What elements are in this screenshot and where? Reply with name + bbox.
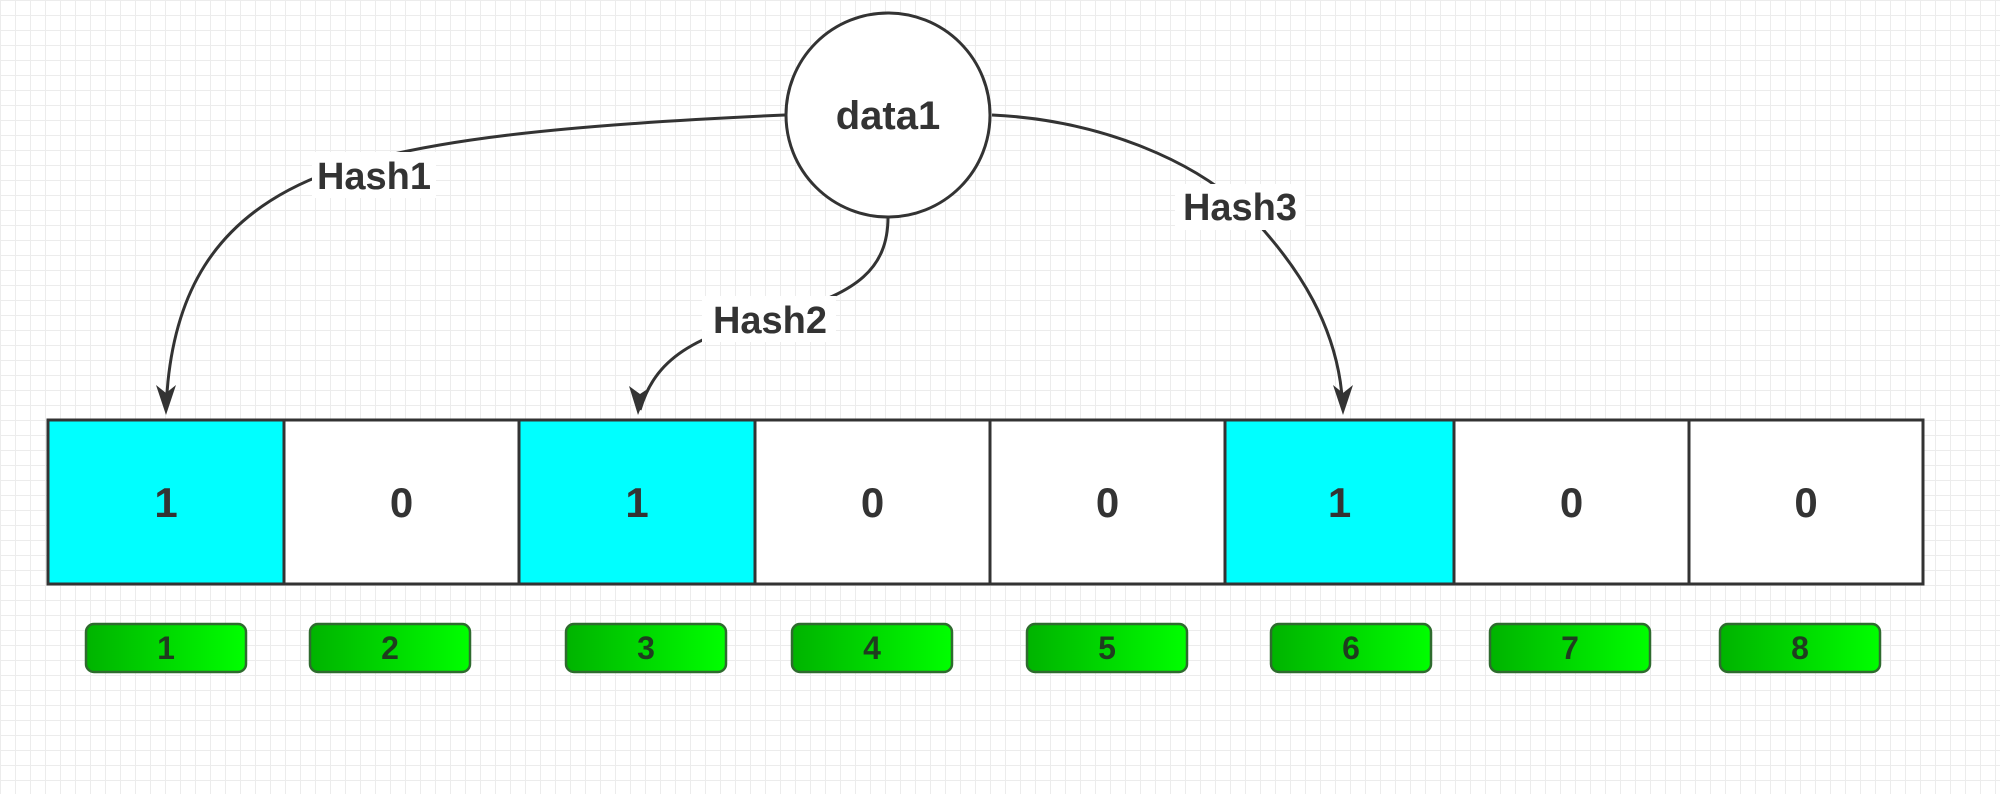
- bit-index-label: 1: [157, 630, 175, 666]
- bit-index-label: 3: [637, 630, 655, 666]
- bit-cell: 1: [1223, 418, 1456, 586]
- bit-cell-value: 1: [1328, 479, 1351, 526]
- bit-index-badge-box: [84, 622, 248, 674]
- bit-array: 1 0 1 0 0 1 0 0: [46, 418, 1925, 586]
- hash3-arrowhead: [1333, 385, 1353, 415]
- bit-index-badge: 2: [308, 622, 472, 674]
- bit-index-row: 1 2 3 4 5 6 7 8: [84, 622, 1882, 674]
- bit-cell-unset-box: [1687, 418, 1925, 586]
- arrowheads: [156, 385, 1353, 415]
- bit-cell-set-box: [46, 418, 286, 586]
- bit-cell-set-box: [1223, 418, 1456, 586]
- bit-cell-value: 0: [861, 479, 884, 526]
- hash2-arrowhead: [629, 386, 649, 415]
- edge-labels: Hash1 Hash2 Hash3: [312, 152, 1305, 342]
- bit-index-badge-box: [564, 622, 728, 674]
- bit-index-badge-box: [1025, 622, 1189, 674]
- bit-cell-unset-box: [282, 418, 521, 586]
- bit-index-badge-box: [1269, 622, 1433, 674]
- data-node: data1: [784, 11, 992, 219]
- bit-index-badge: 7: [1488, 622, 1652, 674]
- bit-index-label: 8: [1791, 630, 1809, 666]
- bit-cell-value: 1: [154, 479, 177, 526]
- bit-index-label: 7: [1561, 630, 1579, 666]
- hash3-label: Hash3: [1183, 187, 1297, 229]
- bit-index-label: 5: [1098, 630, 1116, 666]
- data-node-label: data1: [836, 94, 941, 138]
- bit-cell: 0: [753, 418, 992, 586]
- bit-cell: 1: [46, 418, 286, 586]
- bit-index-badge-box: [1488, 622, 1652, 674]
- bit-index-label: 6: [1342, 630, 1360, 666]
- bit-cell-set-box: [517, 418, 757, 586]
- bit-index-badge: 8: [1718, 622, 1882, 674]
- data-node-circle: [784, 11, 992, 219]
- bit-cell-value: 0: [1096, 479, 1119, 526]
- bit-index-badge: 5: [1025, 622, 1189, 674]
- bit-index-badge: 1: [84, 622, 248, 674]
- bit-cell-value: 0: [390, 479, 413, 526]
- hash2-label: Hash2: [713, 300, 827, 342]
- bit-index-badge: 4: [790, 622, 954, 674]
- bit-index-badge-box: [308, 622, 472, 674]
- bit-index-badge: 6: [1269, 622, 1433, 674]
- bit-cell: 1: [517, 418, 757, 586]
- bit-index-label: 2: [381, 630, 399, 666]
- bit-cell: 0: [282, 418, 521, 586]
- bit-index-label: 4: [863, 630, 881, 666]
- bit-cell: 0: [988, 418, 1227, 586]
- bit-cell-value: 0: [1560, 479, 1583, 526]
- bit-cell-value: 1: [625, 479, 648, 526]
- hash1-edge: [164, 113, 786, 411]
- bit-cell-unset-box: [1452, 418, 1691, 586]
- bit-index-badge-box: [790, 622, 954, 674]
- bit-cell: 0: [1452, 418, 1691, 586]
- bit-cell-value: 0: [1794, 479, 1817, 526]
- bit-index-badge-box: [1718, 622, 1882, 674]
- bit-cell: 0: [1687, 418, 1925, 586]
- bit-index-badge: 3: [564, 622, 728, 674]
- hash1-arrowhead: [156, 385, 176, 415]
- hash3-edge: [991, 113, 1345, 411]
- bit-cell-unset-box: [753, 418, 992, 586]
- hash1-label: Hash1: [317, 156, 431, 198]
